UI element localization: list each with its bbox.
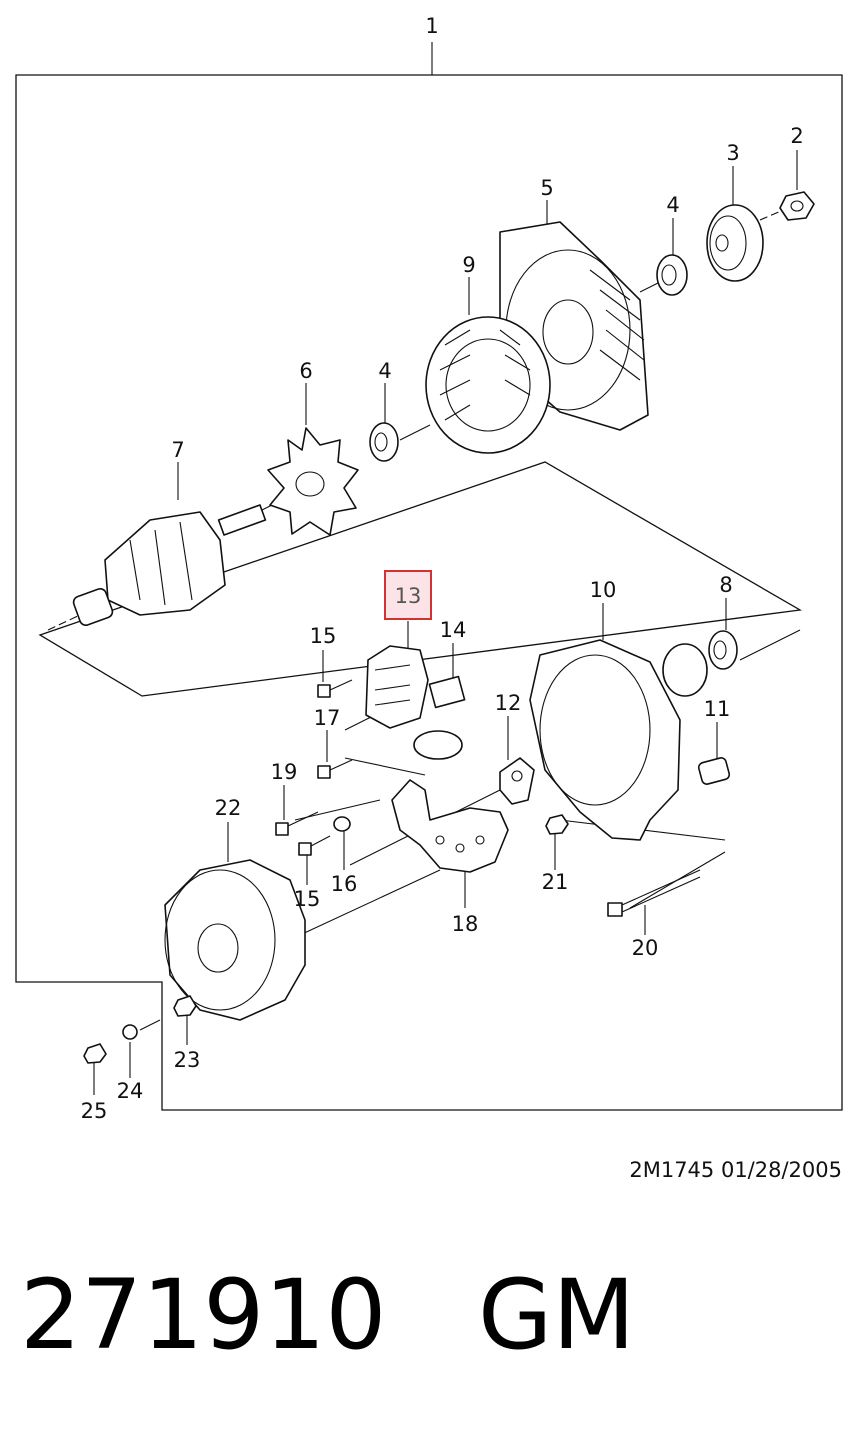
part-16-washer	[333, 816, 351, 832]
part-14-brush-holder	[413, 675, 466, 760]
part-24-washer	[122, 1024, 138, 1040]
part-2-nut	[779, 191, 815, 221]
part-3-pulley	[706, 204, 764, 282]
part-25-nut	[83, 1043, 107, 1064]
callout-23: 23	[174, 1048, 201, 1072]
callout-12: 12	[495, 691, 522, 715]
callout-21: 21	[542, 870, 569, 894]
part-10-rear-housing	[529, 639, 708, 841]
callout-24: 24	[117, 1079, 144, 1103]
callout-16: 16	[331, 872, 358, 896]
part-6-fan	[267, 427, 359, 536]
callout-25: 25	[81, 1099, 108, 1123]
callout-15-lower: 15	[294, 887, 321, 911]
rotor-group-frame	[38, 461, 802, 697]
callout-9: 9	[462, 253, 475, 277]
callout-7: 7	[171, 438, 184, 462]
part-20-through-bolt	[607, 869, 701, 917]
part-18-rectifier	[391, 779, 509, 873]
part-15-bolt-upper	[317, 679, 353, 698]
assembly-frame	[15, 74, 843, 1111]
part-9-stator	[425, 316, 551, 454]
callout-10: 10	[590, 578, 617, 602]
callout-3: 3	[726, 141, 739, 165]
part-23-nut	[173, 995, 197, 1017]
callout-17: 17	[314, 706, 341, 730]
callout-4-mid: 4	[378, 359, 391, 383]
part-11-bushing	[697, 757, 731, 785]
exploded-parts-diagram: 1 2 3 4 5 9 6 4 7 10 8 13 15 14 12 17 11…	[15, 14, 843, 1123]
part-7-rotor	[72, 504, 267, 627]
callout-18: 18	[452, 912, 479, 936]
part-22-rear-cover	[164, 859, 306, 1021]
leader-lines	[47, 150, 801, 1095]
callout-4-top: 4	[666, 193, 679, 217]
callout-14: 14	[440, 618, 467, 642]
callout-19: 19	[271, 760, 298, 784]
callout-8: 8	[719, 573, 732, 597]
part-8-bearing-rear	[708, 630, 738, 670]
part-15-bolt-lower	[298, 835, 331, 856]
callout-6: 6	[299, 359, 312, 383]
callout-labels: 1 2 3 4 5 9 6 4 7 10 8 13 15 14 12 17 11…	[81, 14, 804, 1123]
callout-13: 13	[395, 584, 422, 608]
part-13-regulator	[365, 645, 429, 729]
callout-1: 1	[425, 14, 438, 38]
callout-11: 11	[704, 697, 731, 721]
part-4-bearing-top	[656, 254, 688, 296]
callout-20: 20	[632, 936, 659, 960]
callout-2: 2	[790, 124, 803, 148]
part-19-screw	[275, 811, 319, 836]
part-4-bearing-mid	[369, 422, 399, 462]
callout-5: 5	[540, 176, 553, 200]
document-reference: 2M1745 01/28/2005	[629, 1158, 842, 1182]
part-17-screw	[317, 759, 353, 779]
part-12-washer	[499, 757, 535, 805]
highlight-box-13	[384, 570, 432, 620]
part-21-nut	[545, 814, 569, 835]
part-number-caption: 271910 GM	[20, 1259, 636, 1371]
callout-15-upper: 15	[310, 624, 337, 648]
callout-22: 22	[215, 796, 242, 820]
